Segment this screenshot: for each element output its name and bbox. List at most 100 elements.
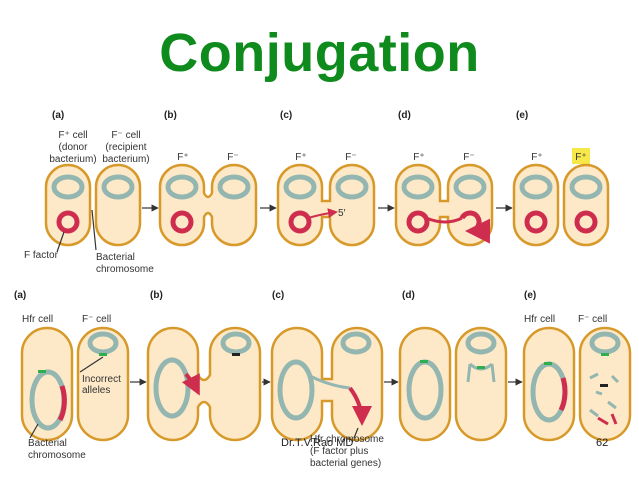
bottom-e-allele-marker xyxy=(544,362,552,365)
donor-cell-label-line1: F⁺ cell xyxy=(58,130,87,141)
top-c-recipient-chromosome xyxy=(335,174,369,200)
bottom-chromosome-pointer xyxy=(29,423,39,439)
bottom-d-recombining-allele xyxy=(477,366,485,369)
donor-cell-label-line2: (donor xyxy=(59,142,89,153)
top-e-f-plasmid-1 xyxy=(524,210,548,234)
bacterial-chromosome-label-line2: chromosome xyxy=(96,264,154,275)
top-c-conjugating-cells xyxy=(276,163,376,247)
top-d-f-plasmid xyxy=(406,210,430,234)
f-factor-plasmid xyxy=(56,210,80,234)
hfr-allele-marker xyxy=(38,370,46,373)
bottom-e-hfr-cell-label: Hfr cell xyxy=(524,314,555,325)
page-number: 62 xyxy=(596,437,609,449)
bottom-e-degraded-f-fragments xyxy=(597,413,618,426)
bottom-recipient-cell xyxy=(76,326,130,442)
top-d-donor-chromosome xyxy=(401,174,435,200)
top-b-f-plus-label: F⁺ xyxy=(177,152,188,163)
recipient-cell-label-line2: (recipient xyxy=(105,142,146,153)
top-d-recipient-chromosome xyxy=(453,174,487,200)
bottom-c-transferred-dna xyxy=(309,374,351,390)
f-factor-pointer xyxy=(56,231,65,253)
bottom-b-conjugating-cells xyxy=(146,326,262,442)
bottom-e-recombinant-chromosome xyxy=(589,331,621,355)
hfr-cell-label: Hfr cell xyxy=(22,314,53,325)
top-e-highlight xyxy=(572,148,590,164)
hfr-integrated-f-factor xyxy=(57,385,67,422)
top-e-f-plus-label: F⁺ xyxy=(531,152,542,163)
f-minus-cell-label: F⁻ cell xyxy=(82,314,111,325)
five-prime-label: 5′ xyxy=(338,208,346,219)
recipient-cell-label-line3: bacterium) xyxy=(102,154,149,165)
top-e-new-f-plus-label: F⁺ xyxy=(575,152,586,163)
bottom-e-old-allele-fragment xyxy=(600,384,608,387)
bottom-bacterial-chromosome-line1: Bacterial xyxy=(28,438,67,449)
bottom-d-crossover xyxy=(466,363,496,383)
top-panel-a-label: (a) xyxy=(52,110,64,121)
recipient-cell-label-line1: F⁻ cell xyxy=(111,130,140,141)
bottom-b-recipient-chromosome xyxy=(220,331,252,355)
top-panel-b-label: (b) xyxy=(164,110,177,121)
bottom-e-corrected-allele xyxy=(601,353,609,356)
top-c-transfer-strand xyxy=(307,208,338,219)
chromosome-pointer xyxy=(91,209,97,251)
top-panel-e-label: (e) xyxy=(516,110,528,121)
top-d-f-minus-label: F⁻ xyxy=(463,152,474,163)
bottom-b-recipient-marker xyxy=(232,353,240,356)
top-b-f-minus-label: F⁻ xyxy=(227,152,238,163)
bottom-d-recipient-cell xyxy=(454,326,508,442)
bottom-panel-b-label: (b) xyxy=(150,290,163,301)
top-b-f-plasmid xyxy=(170,210,194,234)
incorrect-alleles-label-line2: alleles xyxy=(82,385,110,396)
top-c-donor-chromosome xyxy=(283,174,317,200)
recipient-chromosome-circle xyxy=(87,331,119,355)
recipient-allele-marker xyxy=(99,353,107,356)
hfr-chromosome-label-line2: (F factor plus xyxy=(310,446,368,457)
top-panel-d-label: (d) xyxy=(398,110,411,121)
top-b-donor-chromosome xyxy=(165,174,199,200)
slide-title: Conjugation xyxy=(159,23,480,83)
bottom-e-f-factor-segment xyxy=(558,377,568,412)
bottom-c-hfr-chromosome xyxy=(277,359,315,421)
author-credit: Dr.T.V.Rao MD xyxy=(281,437,354,449)
bottom-e-degraded-fragments xyxy=(589,372,620,418)
incorrect-alleles-label-line1: Incorrect xyxy=(82,374,121,385)
bottom-b-transfer-start xyxy=(181,372,200,396)
top-d-transfer-bridge xyxy=(425,216,463,224)
bottom-diagram: (a) (b) (c) (d) (e) Hfr cell F⁻ cell Inc… xyxy=(14,290,632,469)
top-c-f-plasmid xyxy=(288,210,312,234)
bacterial-chromosome-label-line1: Bacterial xyxy=(96,252,135,263)
bottom-d-allele-marker xyxy=(420,360,428,363)
donor-cell-label-line3: bacterium) xyxy=(49,154,96,165)
bottom-panel-e-label: (e) xyxy=(524,290,536,301)
top-b-conjugating-cells xyxy=(158,163,258,247)
hfr-chromosome-label-line1: Hfr chromosome xyxy=(310,434,384,445)
bottom-c-recipient-chromosome xyxy=(340,331,372,355)
hfr-chromosome-pointer xyxy=(353,427,359,439)
top-c-f-minus-label: F⁻ xyxy=(345,152,356,163)
recipient-cell xyxy=(94,163,142,247)
bottom-c-f-factor-end xyxy=(348,386,372,426)
top-diagram: (a) (b) (c) (d) (e) F⁺ cell (donor bacte… xyxy=(24,110,610,275)
bottom-panel-a-label: (a) xyxy=(14,290,26,301)
top-e-chromosome-1 xyxy=(519,174,553,200)
bottom-panel-c-label: (c) xyxy=(272,290,284,301)
top-e-chromosome-2 xyxy=(569,174,603,200)
f-factor-label: F factor xyxy=(24,250,59,261)
donor-chromosome xyxy=(51,174,85,200)
top-e-f-plasmid-2 xyxy=(574,210,598,234)
top-d-f-plus-label: F⁺ xyxy=(413,152,424,163)
bottom-d-recipient-chromosome xyxy=(465,331,497,355)
incorrect-alleles-pointer xyxy=(79,356,104,373)
top-c-f-plus-label: F⁺ xyxy=(295,152,306,163)
recipient-chromosome xyxy=(101,174,135,200)
top-panel-c-label: (c) xyxy=(280,110,292,121)
top-d-new-strand xyxy=(459,210,491,244)
bottom-bacterial-chromosome-line2: chromosome xyxy=(28,450,86,461)
bottom-e-f-minus-cell-label: F⁻ cell xyxy=(578,314,607,325)
hfr-cell xyxy=(20,326,74,442)
top-b-recipient-chromosome xyxy=(217,174,251,200)
hfr-chromosome-label-line3: bacterial genes) xyxy=(310,458,381,469)
bottom-panel-d-label: (d) xyxy=(402,290,415,301)
